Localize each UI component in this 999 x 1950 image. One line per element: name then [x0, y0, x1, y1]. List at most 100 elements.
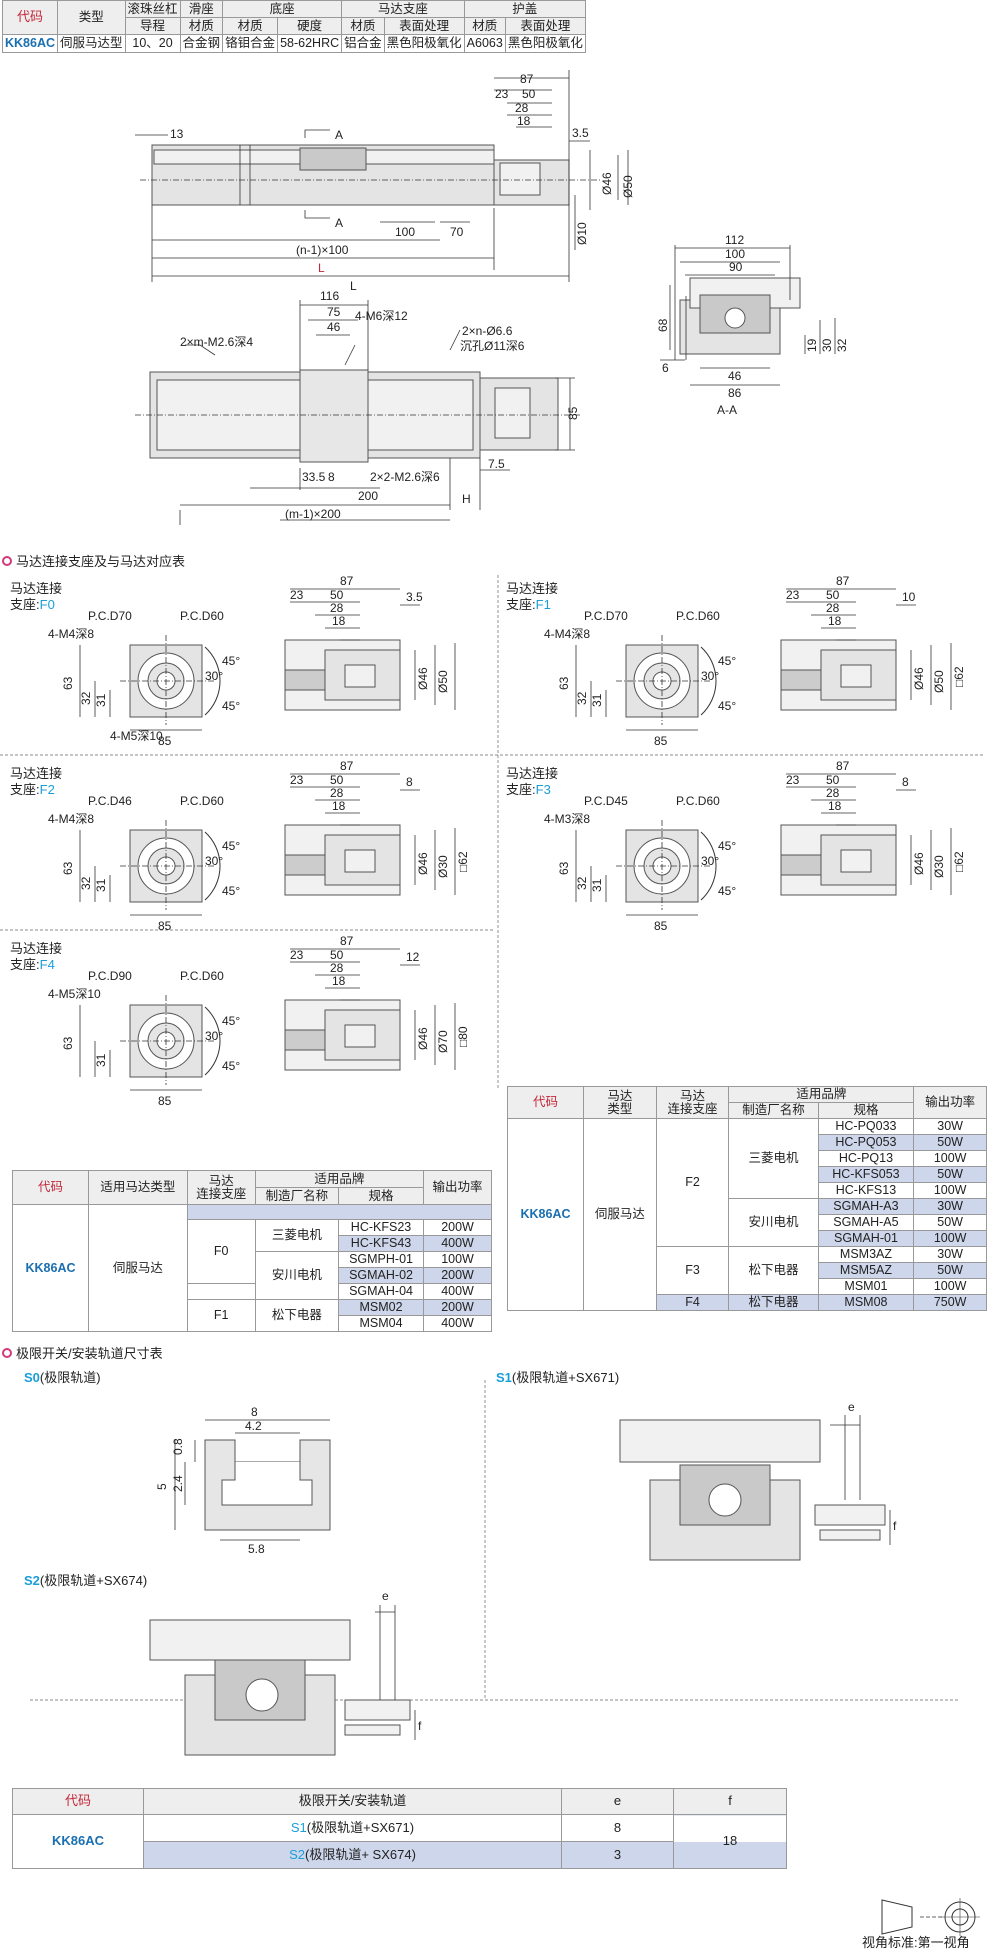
bracket-holes: 4-M4深8 [544, 627, 590, 641]
section-marker-icon [2, 1347, 12, 1358]
dim-m1x200: (m-1)×200 [285, 507, 341, 521]
spec-hardness: 58-62HRC [277, 34, 343, 53]
side-dim-87: 87 [340, 574, 354, 588]
side-dim-18: 18 [828, 614, 842, 628]
mr-spec-1: HC-PQ053 [817, 1134, 915, 1151]
dim-100-aa: 100 [725, 247, 745, 261]
lt-h-code: 代码 [12, 1788, 144, 1815]
dim-d10: Ø10 [575, 222, 589, 245]
bracket-angle30: 30° [205, 669, 223, 683]
ml-maker-yas: 安川电机 [254, 1251, 340, 1300]
bracket-h32: 32 [575, 691, 589, 705]
side-dim-87: 87 [340, 934, 354, 948]
s1-label: S1(极限轨道+SX671) [496, 1370, 620, 1385]
mr-spec-0: HC-PQ033 [817, 1118, 915, 1135]
dim-116: 116 [320, 289, 339, 303]
section-label-a: A [335, 128, 343, 142]
dim-6: 6 [662, 361, 669, 375]
bracket-h63: 63 [61, 1036, 75, 1050]
limit-table: 代码 极限开关/安装轨道 e f KK86AC S1(极限轨道+SX671) 8… [12, 1788, 787, 1869]
bracket-label-f3: 马达连接支座:F3 [506, 766, 559, 797]
dim-70: 70 [450, 225, 464, 239]
mr-power-6: 50W [913, 1214, 987, 1231]
side-dim-d1: Ø46 [912, 667, 926, 690]
side-dim-18: 18 [332, 974, 346, 988]
bracket-holes: 4-M4深8 [48, 812, 94, 826]
spec-table: 代码 类型 滚珠丝杠 滑座 底座 马达支座 护盖 导程 材质 材质 硬度 材质 … [1, 0, 586, 53]
dim-L1: L [350, 279, 357, 293]
spec-h-code: 代码 [1, 0, 59, 35]
bracket-pcd1: P.C.D90 [88, 969, 132, 983]
spec-h-bracket: 马达支座 [341, 0, 465, 18]
spec-bracket-mat: 铝合金 [341, 34, 385, 53]
ml-mtype: 伺服马达 [88, 1204, 188, 1332]
dim-d50: Ø50 [621, 175, 635, 198]
mr-spec-10: MSM01 [817, 1278, 915, 1295]
s2-label: S2(极限轨道+SX674) [24, 1573, 148, 1588]
s0-dim-8: 8 [251, 1405, 258, 1419]
side-dim-d2: Ø30 [436, 855, 450, 878]
bracket-h31: 31 [94, 693, 108, 707]
dim-30: 30 [820, 338, 834, 352]
dim-7-5: 7.5 [488, 457, 505, 471]
mr-power-11: 750W [913, 1294, 987, 1311]
dim-90: 90 [729, 260, 743, 274]
side-dim-square: □62 [952, 666, 966, 687]
mr-maker-pan2: 松下电器 [728, 1294, 819, 1311]
bracket-h63: 63 [557, 861, 571, 875]
ml-spec-6: MSM04 [337, 1315, 425, 1332]
bracket-angle45: 45° [718, 839, 736, 853]
bracket-h63: 63 [61, 676, 75, 690]
mr-b-f3: F3 [655, 1246, 730, 1295]
bracket-holes: 4-M5深10 [48, 987, 101, 1001]
spec-h-mat: 材质 [341, 17, 385, 35]
s1-dim-e: e [848, 1400, 855, 1414]
section-motor-bracket-title: 马达连接支座及与马达对应表 [2, 551, 185, 570]
spec-lead: 10、20 [124, 34, 181, 53]
dim-87: 87 [520, 72, 534, 86]
lt-h-item: 极限开关/安装轨道 [143, 1788, 562, 1815]
side-dim-50: 50 [826, 588, 840, 602]
mr-power-1: 50W [913, 1134, 987, 1151]
ml-power-0: 200W [423, 1219, 492, 1236]
dim-counterbore: 沉孔Ø11深6 [460, 339, 525, 353]
ml-b-f1: F1 [186, 1299, 256, 1332]
bracket-pcd2: P.C.D60 [180, 794, 224, 808]
bracket-pcd2: P.C.D60 [676, 609, 720, 623]
side-dim-end: 8 [406, 775, 413, 789]
bracket-angle30: 30° [205, 854, 223, 868]
mr-h-spec: 规格 [817, 1102, 915, 1119]
bracket-width: 85 [654, 919, 668, 933]
bracket-angle30: 30° [205, 1029, 223, 1043]
side-dim-end: 8 [902, 775, 909, 789]
mr-code: KK86AC [507, 1118, 584, 1311]
side-dim-50: 50 [330, 948, 344, 962]
side-dim-23: 23 [786, 588, 800, 602]
bracket-pcd1: P.C.D70 [88, 609, 132, 623]
side-dim-28: 28 [330, 601, 344, 615]
section-label-aa: A-A [717, 403, 737, 417]
dim-3-5: 3.5 [572, 126, 589, 140]
bracket-width: 85 [158, 919, 172, 933]
dim-46: 46 [327, 320, 341, 334]
side-dim-square: □62 [952, 851, 966, 872]
spec-h-base: 底座 [222, 0, 343, 18]
side-dim-d2: Ø50 [932, 670, 946, 693]
bracket-h63: 63 [557, 676, 571, 690]
bracket-label-f0: 马达连接支座:F0 [10, 581, 63, 612]
side-dim-28: 28 [826, 786, 840, 800]
bracket-h31: 31 [94, 1053, 108, 1067]
ml-h-spec: 规格 [337, 1187, 425, 1205]
bracket-pcd1: P.C.D46 [88, 794, 132, 808]
bracket-width: 85 [158, 734, 172, 748]
dim-8: 8 [328, 470, 335, 484]
side-dim-28: 28 [826, 601, 840, 615]
lt-r2-e: 3 [561, 1841, 674, 1869]
side-dim-end: 10 [902, 590, 916, 604]
side-dim-50: 50 [330, 588, 344, 602]
bracket-angle45-2: 45° [222, 884, 240, 898]
